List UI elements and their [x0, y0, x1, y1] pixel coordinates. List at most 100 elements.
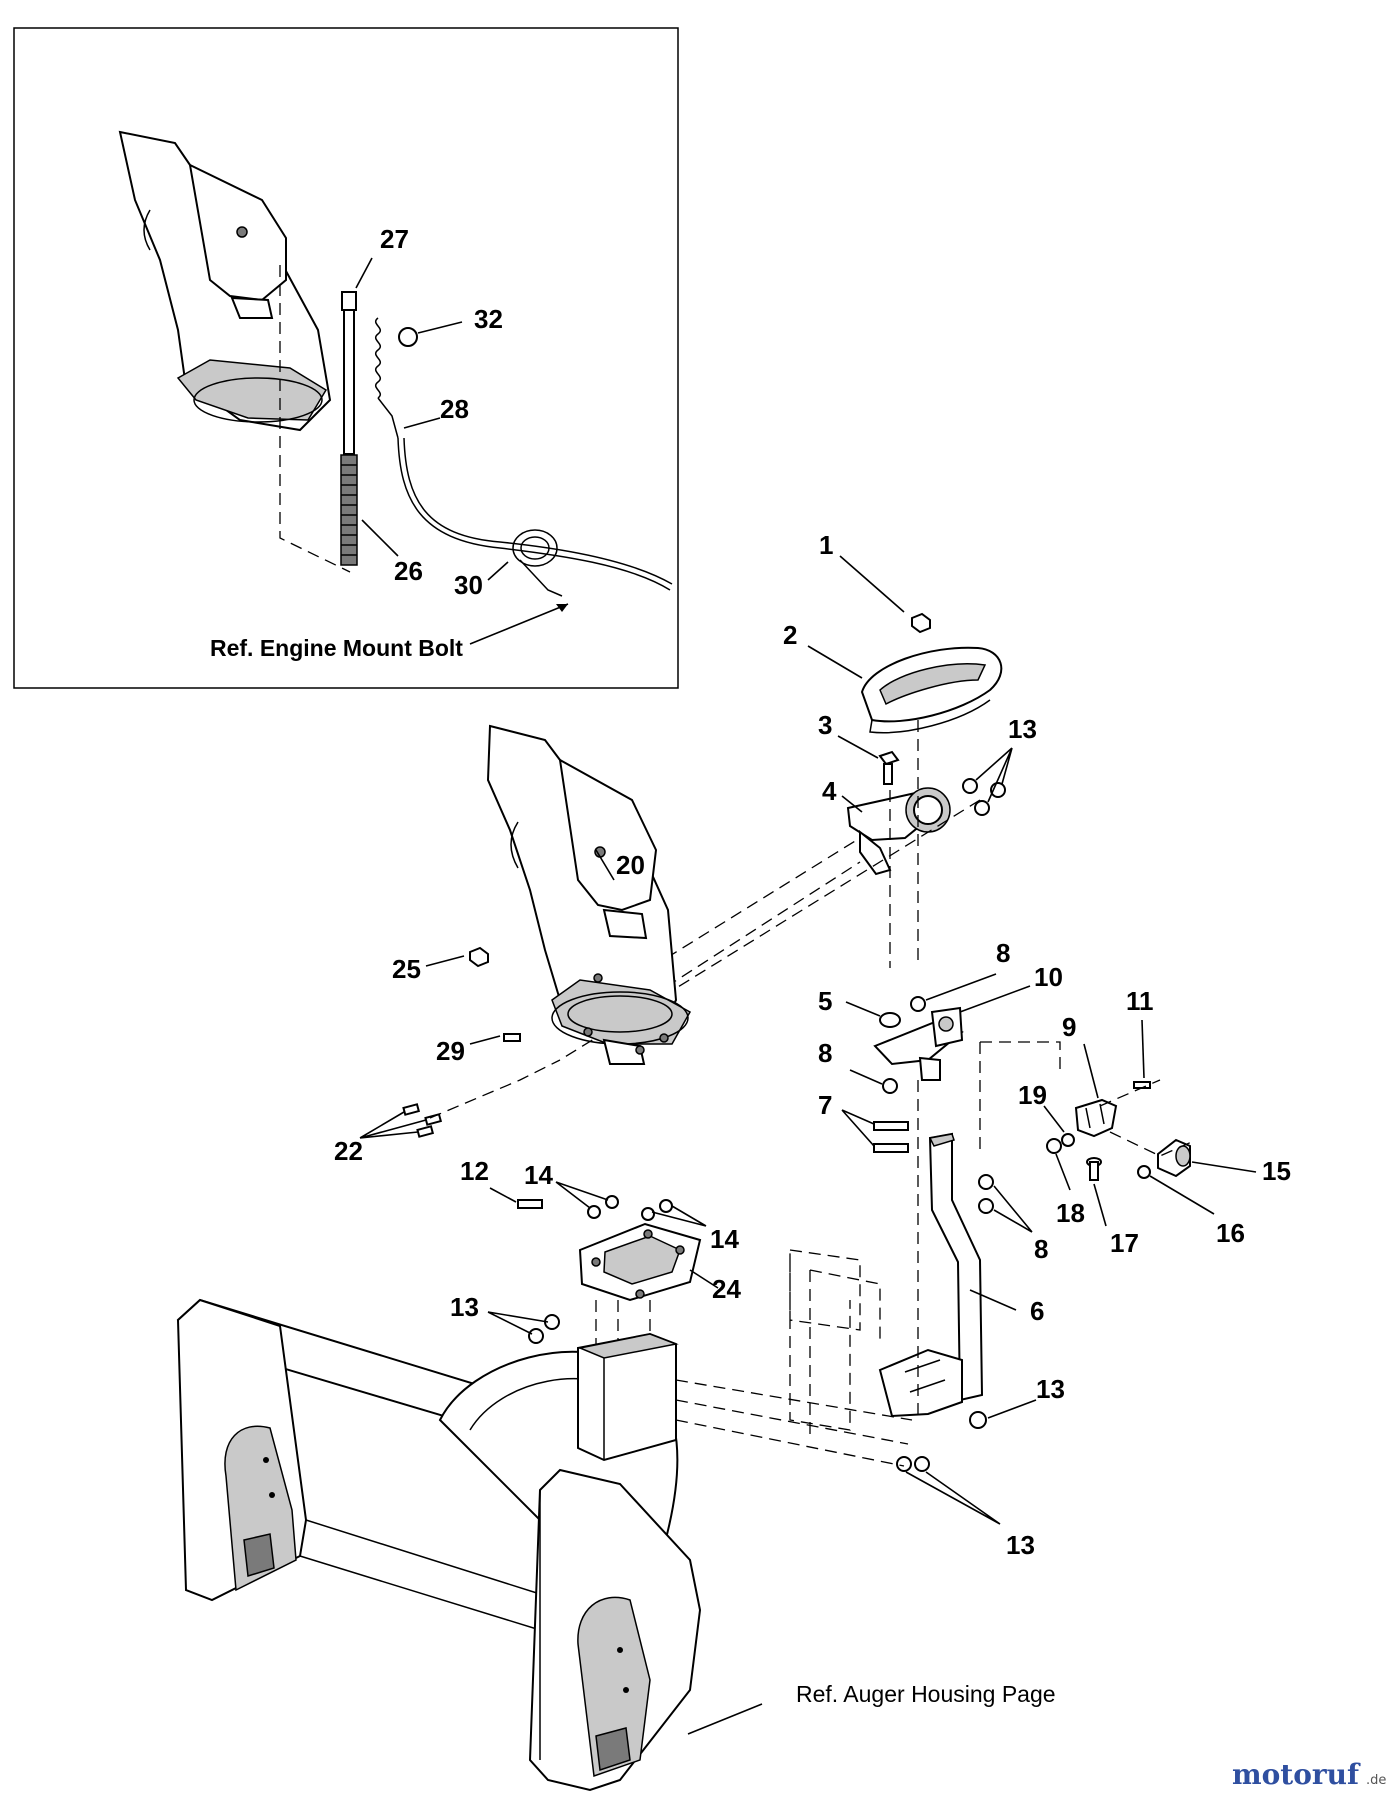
leader-10 [959, 985, 1031, 1013]
inset-discharge-chute [118, 130, 332, 432]
callout-2: 2 [783, 620, 797, 650]
nut-8-left [882, 1078, 898, 1094]
auger-housing [176, 1298, 702, 1792]
nut-8-lower-b [978, 1198, 994, 1214]
callout-6: 6 [1030, 1296, 1044, 1326]
callout-8-lower: 8 [1034, 1234, 1048, 1264]
ref-auger-housing-page: Ref. Auger Housing Page [796, 1681, 1056, 1707]
callout-28: 28 [440, 394, 469, 424]
callout-9: 9 [1062, 1012, 1076, 1042]
leader-14-left [555, 1181, 609, 1209]
callout-14-left: 14 [524, 1160, 553, 1190]
bracket-alignment-lines [917, 1041, 1061, 1420]
leader-16 [1149, 1175, 1215, 1215]
leader-20 [595, 849, 615, 881]
housing-bracket-outline [789, 1249, 861, 1431]
leader-1 [839, 555, 905, 613]
bolt-3 [878, 750, 900, 785]
leader-28 [403, 417, 441, 429]
chute-bolt-alignment [429, 1059, 561, 1119]
bolt-12 [517, 1199, 543, 1209]
callout-20: 20 [616, 850, 645, 880]
leader-26 [361, 519, 399, 557]
housing-alignment-lines [675, 1379, 913, 1467]
callout-29: 29 [436, 1036, 465, 1066]
nut-8-top [910, 996, 926, 1012]
callout-14-right: 14 [710, 1224, 739, 1254]
bolt-17 [1086, 1157, 1102, 1181]
leader-15 [1191, 1161, 1257, 1173]
leader-13-bottom [905, 1471, 1001, 1525]
leader-17 [1093, 1183, 1107, 1227]
lock-knob [1157, 1138, 1191, 1178]
lock-bracket [1074, 1098, 1118, 1138]
leader-11 [1141, 1019, 1145, 1079]
leader-29 [469, 1035, 501, 1045]
bolts-7 [873, 1121, 909, 1153]
watermark: motoruf .de [1232, 1758, 1386, 1791]
nut-13-left-a [528, 1328, 544, 1344]
nut-13-lever [969, 1411, 987, 1429]
leader-4 [841, 795, 863, 813]
washer [398, 327, 418, 347]
callout-8-left: 8 [818, 1038, 832, 1068]
callout-25: 25 [392, 954, 421, 984]
inset-alignment-line [279, 265, 351, 573]
inset-chute-crank-assembly [13, 27, 679, 689]
leader-27 [355, 257, 373, 289]
leader-13-left [487, 1311, 549, 1335]
callout-26: 26 [394, 556, 423, 586]
nut-13-bottom-a [896, 1456, 912, 1472]
leader-9 [1083, 1043, 1099, 1099]
nut-13-a [962, 778, 978, 794]
leader-25 [425, 955, 465, 967]
discharge-chute [486, 724, 692, 1065]
watermark-brand: motoruf [1232, 1758, 1361, 1791]
leader-22 [359, 1111, 427, 1139]
leader-3 [837, 735, 879, 759]
callout-27: 27 [380, 224, 409, 254]
callout-15: 15 [1262, 1156, 1291, 1186]
leader-18 [1055, 1153, 1071, 1191]
nut-16 [1137, 1165, 1151, 1179]
nut-8-lower-a [978, 1174, 994, 1190]
callout-3: 3 [818, 710, 832, 740]
callout-8-top: 8 [996, 938, 1010, 968]
callout-4: 4 [822, 776, 837, 806]
leader-8-lower [993, 1185, 1033, 1233]
leader-13-top [975, 747, 1013, 803]
callout-32: 32 [474, 304, 503, 334]
ref-engine-mount-bolt: Ref. Engine Mount Bolt [210, 635, 463, 661]
pivot-bracket [873, 1006, 964, 1081]
callout-18: 18 [1056, 1198, 1085, 1228]
callout-1: 1 [819, 530, 833, 560]
torsion-coil [512, 529, 563, 597]
callout-5: 5 [818, 986, 832, 1016]
control-lever [928, 1132, 984, 1402]
nut-25 [469, 946, 489, 968]
lever-lock-assembly [1043, 1019, 1257, 1227]
callout-17: 17 [1110, 1228, 1139, 1258]
callout-labels: 1 2 3 4 5 6 7 8 8 8 9 10 11 12 13 13 13 … [334, 224, 1291, 1560]
leader-auger-housing [687, 1703, 763, 1735]
nut-13-c [974, 800, 990, 816]
leader-6 [969, 1289, 1017, 1311]
leader-24 [689, 1269, 719, 1289]
leader-12 [489, 1187, 517, 1203]
callout-30: 30 [454, 570, 483, 600]
callout-7: 7 [818, 1090, 832, 1120]
rod-spring [340, 454, 358, 566]
lower-lever-bracket [878, 1348, 963, 1418]
control-cover [860, 646, 1003, 734]
gear-plate [846, 787, 951, 876]
chute-base-plate [578, 1222, 702, 1302]
watermark-tld: .de [1366, 1773, 1386, 1788]
washer-5 [879, 1012, 901, 1028]
crank-rod [341, 291, 357, 455]
nut-1 [911, 612, 931, 634]
callout-24: 24 [712, 1274, 741, 1304]
leader-19 [1043, 1105, 1065, 1133]
callout-10: 10 [1034, 962, 1063, 992]
leader-8-left [849, 1069, 883, 1085]
